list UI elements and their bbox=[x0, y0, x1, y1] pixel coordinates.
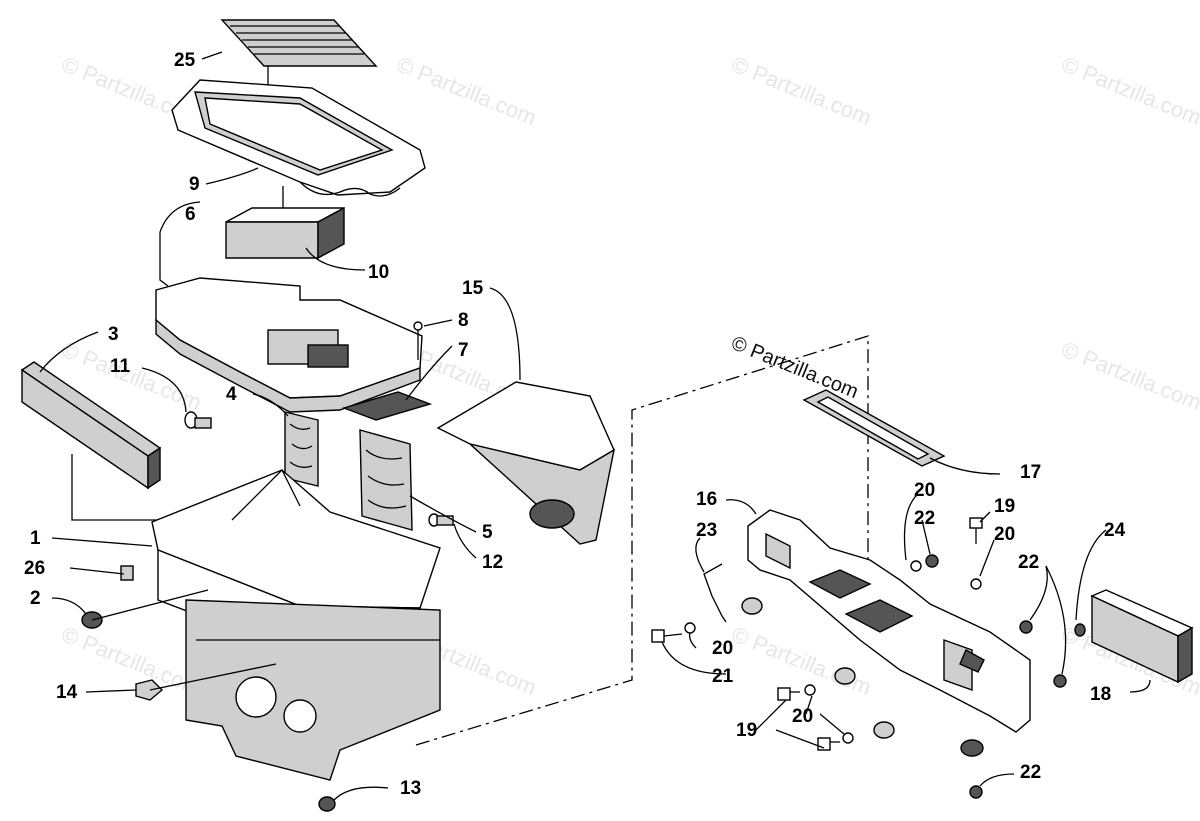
part-bolt bbox=[969, 517, 983, 544]
callout-2: 2 bbox=[30, 588, 41, 609]
part-lid bbox=[171, 79, 426, 218]
part-label-tag bbox=[120, 565, 134, 581]
callout-1: 1 bbox=[30, 528, 41, 549]
part-bolt bbox=[777, 687, 800, 701]
part-fitting bbox=[428, 513, 454, 527]
callout-7: 7 bbox=[458, 340, 469, 361]
part-foam-block-right bbox=[1074, 589, 1194, 684]
callout-3: 3 bbox=[108, 324, 119, 345]
part-filter-element bbox=[225, 206, 366, 271]
callout-24: 24 bbox=[1104, 520, 1126, 541]
callout-22: 22 bbox=[1018, 552, 1039, 573]
callout-19: 19 bbox=[736, 720, 757, 741]
callout-20: 20 bbox=[792, 706, 813, 727]
watermark: © Partzilla.com bbox=[1058, 336, 1200, 415]
callout-15: 15 bbox=[462, 278, 484, 299]
callout-4: 4 bbox=[226, 384, 237, 405]
part-airbox-main bbox=[151, 468, 441, 781]
callout-10: 10 bbox=[368, 262, 389, 283]
part-clip bbox=[135, 679, 164, 701]
callout-25: 25 bbox=[174, 50, 196, 71]
part-gasket bbox=[341, 391, 433, 421]
callout-11: 11 bbox=[110, 356, 131, 377]
watermark: © Partzilla.com bbox=[1058, 51, 1200, 130]
watermark: © Partzilla.com bbox=[58, 621, 205, 700]
callout-12: 12 bbox=[482, 552, 503, 573]
callout-9: 9 bbox=[189, 174, 200, 195]
watermark-prominent: © Partzilla.com bbox=[728, 332, 861, 403]
callout-6: 6 bbox=[185, 204, 196, 225]
callout-20: 20 bbox=[712, 638, 733, 659]
part-bolt bbox=[817, 737, 840, 751]
part-frame-gasket bbox=[802, 389, 946, 467]
callout-13: 13 bbox=[400, 778, 421, 799]
callout-5: 5 bbox=[482, 522, 493, 543]
callout-26: 26 bbox=[24, 558, 45, 579]
callout-8: 8 bbox=[458, 310, 469, 331]
part-grommet bbox=[741, 597, 984, 757]
part-plug bbox=[318, 796, 336, 812]
assembly-connection-line bbox=[415, 335, 869, 746]
callout-17: 17 bbox=[1020, 462, 1041, 483]
callout-20: 20 bbox=[994, 524, 1015, 545]
part-screw bbox=[413, 321, 423, 360]
part-nut bbox=[925, 554, 1067, 799]
part-bolt bbox=[651, 629, 683, 643]
part-fitting bbox=[184, 411, 212, 429]
part-foam-pad bbox=[359, 429, 413, 531]
callout-22: 22 bbox=[1020, 762, 1041, 783]
callout-21: 21 bbox=[712, 666, 734, 687]
part-bracket-rod bbox=[703, 563, 727, 623]
callout-labels: 25 9 6 10 3 11 4 8 7 15 5 12 1 26 2 14 1… bbox=[24, 50, 1126, 799]
part-foam-strip-left bbox=[20, 361, 232, 521]
part-decal bbox=[220, 19, 378, 100]
callout-20: 20 bbox=[914, 480, 935, 501]
callout-22: 22 bbox=[914, 508, 935, 529]
callout-16: 16 bbox=[696, 489, 717, 510]
watermark: © Partzilla.com bbox=[728, 51, 875, 130]
part-foam-pad bbox=[284, 411, 319, 487]
part-duct bbox=[436, 381, 615, 545]
part-intake-tube bbox=[747, 509, 1031, 733]
callout-23: 23 bbox=[696, 520, 717, 541]
callout-14: 14 bbox=[56, 682, 78, 703]
callout-18: 18 bbox=[1090, 684, 1111, 705]
callout-19: 19 bbox=[994, 496, 1015, 517]
part-upper-housing bbox=[155, 232, 423, 413]
watermark: © Partzilla.com bbox=[393, 51, 540, 130]
leader-lines bbox=[39, 51, 1151, 801]
